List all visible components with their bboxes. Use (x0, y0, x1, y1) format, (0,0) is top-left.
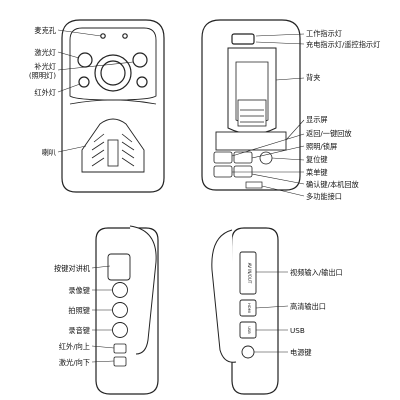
label-ir-up: 红外/向上 (58, 342, 90, 351)
multi-port (245, 181, 263, 189)
ir-light-right (136, 76, 148, 88)
ir-light-left (78, 76, 90, 88)
label-mic: 麦克孔 (34, 26, 56, 35)
label-display: 显示屏 (306, 115, 328, 124)
label-multi-port: 多功能接口 (306, 192, 342, 201)
label-hdmi-out: 高清输出口 (290, 302, 326, 311)
label-menu: 菜单键 (306, 168, 328, 177)
left-clip (129, 225, 157, 355)
av-port-mark: AV IN/OUT (247, 263, 252, 284)
label-confirm-playback: 确认键/本机回放 (306, 180, 359, 189)
right-side-view (211, 227, 279, 395)
left-side-leaders (91, 265, 115, 363)
label-infrared: 红外灯 (34, 88, 56, 97)
label-fill-light-sub: (照明灯) (28, 71, 56, 80)
label-av-io: 视频输入/输出口 (290, 268, 343, 277)
label-fill-light: 补光灯 (34, 62, 56, 71)
up-key (113, 343, 127, 354)
label-work-indicator: 工作指示灯 (306, 29, 342, 38)
speaker-center-bar (107, 139, 119, 167)
fill-light (132, 52, 148, 68)
left-side-view (95, 225, 159, 395)
label-ptt: 按键对讲机 (54, 264, 90, 273)
label-speaker: 喇叭 (41, 148, 56, 157)
display-screen (215, 131, 287, 151)
photo-key (112, 302, 128, 318)
usb-port-mark: USB (247, 326, 251, 334)
return-button (213, 151, 233, 164)
record-video-key (112, 282, 128, 298)
right-side-leaders (254, 271, 289, 353)
label-back-clip: 背夹 (306, 73, 321, 82)
speaker-slots (91, 133, 135, 167)
work-indicator-led (231, 33, 255, 45)
menu-button (213, 165, 233, 178)
label-record-audio: 录音键 (68, 326, 90, 335)
label-reset: 复位键 (306, 155, 328, 164)
label-record-video: 录像键 (68, 286, 90, 295)
label-power: 电源键 (290, 348, 312, 357)
front-leaders (57, 29, 134, 153)
power-button (241, 345, 255, 359)
record-audio-key (112, 322, 128, 338)
front-view (61, 19, 165, 193)
main-lens-inner (100, 60, 126, 86)
label-return-playback: 返回/一键回放 (306, 129, 352, 138)
label-charge-indicator: 充电指示灯/遥控指示灯 (306, 40, 381, 49)
label-laser: 激光灯 (34, 48, 56, 57)
av-port (239, 251, 257, 295)
down-key (113, 356, 127, 367)
label-lighting-lock: 照明/锁屏 (306, 142, 338, 151)
hdmi-port-mark: HDMI (247, 303, 251, 313)
label-laser-down: 激光/向下 (58, 358, 90, 367)
front-bevel (69, 99, 157, 105)
laser-light (77, 52, 93, 68)
label-usb: USB (290, 326, 305, 335)
right-clip (211, 229, 237, 363)
confirm-button (233, 165, 253, 178)
back-view (201, 19, 301, 191)
mic-hole (100, 33, 106, 39)
mic-hole-2 (122, 33, 128, 39)
lighting-button (233, 151, 253, 164)
label-photo: 拍照键 (68, 306, 90, 315)
back-leaders (231, 33, 305, 197)
clip-ridges (240, 109, 264, 123)
ptt-key (107, 253, 131, 281)
